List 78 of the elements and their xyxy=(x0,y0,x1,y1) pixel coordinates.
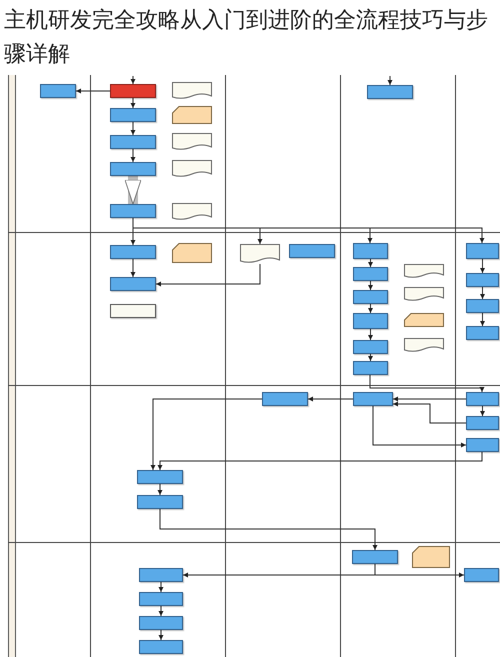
process-box xyxy=(466,299,499,313)
arrow xyxy=(480,312,485,326)
note-box xyxy=(110,304,156,318)
process-box xyxy=(466,273,499,287)
process-box xyxy=(110,277,156,291)
document-shape xyxy=(404,338,444,353)
card-shape xyxy=(172,106,212,124)
arrow xyxy=(160,508,378,550)
arrow xyxy=(158,630,164,640)
arrow xyxy=(130,258,136,278)
arrow xyxy=(480,406,485,416)
document-shape xyxy=(172,82,212,100)
process-box xyxy=(110,204,156,218)
arrow xyxy=(308,396,354,402)
document-shape xyxy=(404,287,444,302)
arrow xyxy=(370,374,484,392)
process-box xyxy=(466,326,499,340)
arrow xyxy=(368,280,373,290)
process-box xyxy=(353,361,388,375)
card-shape xyxy=(172,243,212,263)
arrow xyxy=(368,354,373,362)
arrow xyxy=(368,328,373,340)
process-box xyxy=(464,568,499,582)
process-box xyxy=(353,313,388,329)
arrow xyxy=(388,76,392,86)
process-box xyxy=(353,267,388,281)
document-shape xyxy=(172,160,212,178)
arrow xyxy=(480,258,485,274)
process-box xyxy=(352,550,398,564)
document-shape xyxy=(240,244,280,264)
process-box xyxy=(139,616,183,630)
process-box xyxy=(110,135,156,149)
process-box xyxy=(353,392,393,406)
process-box xyxy=(466,416,499,430)
process-box xyxy=(110,84,156,98)
process-box xyxy=(466,438,499,452)
arrow xyxy=(368,258,373,268)
arrow xyxy=(182,564,376,578)
title: 主机研发完全攻略从入门到进阶的全流程技巧与步骤详解 xyxy=(4,7,489,69)
process-box xyxy=(367,85,413,99)
block-arrow xyxy=(124,176,142,204)
arrow xyxy=(130,76,136,84)
process-box xyxy=(139,640,183,654)
process-box xyxy=(139,592,183,606)
process-box xyxy=(262,392,308,406)
arrow xyxy=(480,286,485,300)
card-shape xyxy=(412,546,450,568)
process-box xyxy=(139,568,183,582)
arrow xyxy=(368,304,373,314)
arrow xyxy=(130,122,136,136)
arrow xyxy=(158,582,164,592)
process-box xyxy=(110,162,156,176)
process-box xyxy=(353,340,388,354)
process-box xyxy=(40,84,76,98)
process-box xyxy=(466,392,499,406)
process-box xyxy=(110,108,156,122)
arrow xyxy=(158,452,482,470)
arrow xyxy=(156,264,260,286)
process-box xyxy=(466,243,499,259)
process-box xyxy=(353,243,388,259)
document-shape xyxy=(172,203,212,221)
arrow xyxy=(158,484,162,496)
arrow xyxy=(158,606,164,616)
arrow xyxy=(150,398,262,470)
arrow xyxy=(130,98,136,108)
process-box xyxy=(137,495,183,509)
arrow xyxy=(130,148,136,162)
arrow xyxy=(76,88,110,94)
process-box xyxy=(137,470,183,484)
arrow xyxy=(392,396,466,402)
arrow xyxy=(372,406,466,448)
card-shape xyxy=(404,313,444,327)
process-box xyxy=(289,244,335,258)
process-box xyxy=(353,290,388,304)
arrow xyxy=(392,402,466,424)
document-shape xyxy=(404,264,444,279)
document-shape xyxy=(172,133,212,151)
process-box xyxy=(110,245,156,259)
